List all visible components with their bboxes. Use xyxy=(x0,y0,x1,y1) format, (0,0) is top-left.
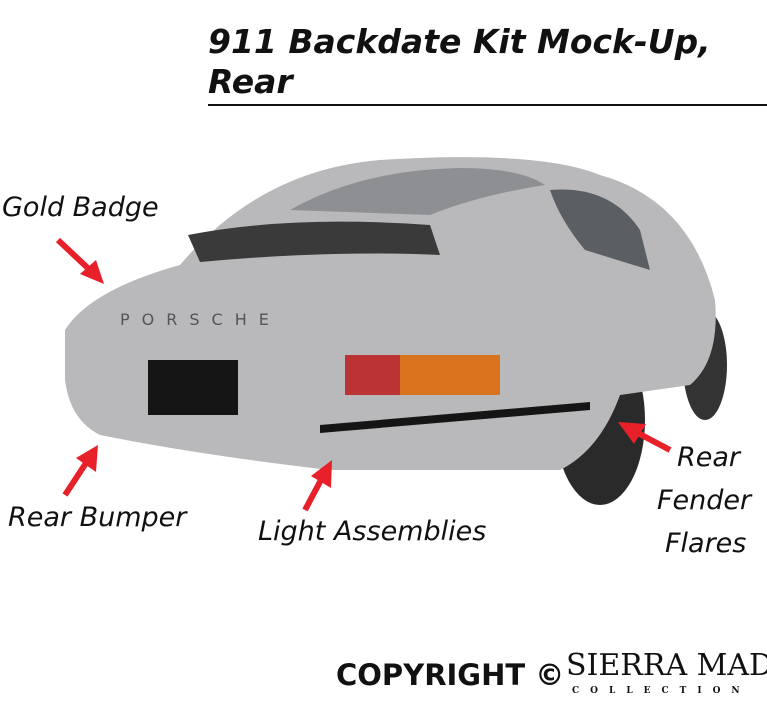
arrow-light-assemblies xyxy=(302,476,325,512)
tail-light-red xyxy=(345,355,400,395)
label-rear-fender-flares-2: Fender xyxy=(657,485,752,516)
rear-window xyxy=(290,168,545,215)
label-rear-fender-flares-3: Flares xyxy=(665,528,747,559)
side-window xyxy=(550,189,650,270)
annotation-arrows xyxy=(55,237,672,512)
license-plate xyxy=(148,360,238,415)
bumper-strip xyxy=(320,402,590,433)
arrow-gold-badge xyxy=(55,237,95,275)
copyright-text: COPYRIGHT © xyxy=(336,658,565,692)
page-title: 911 Backdate Kit Mock-Up, Rear xyxy=(208,22,767,106)
car-illustration: PORSCHE xyxy=(65,157,727,505)
engine-grille xyxy=(188,221,440,262)
arrow-fender-flares xyxy=(634,429,672,453)
logo-sub: COLLECTION xyxy=(572,686,751,696)
arrow-rear-bumper xyxy=(62,458,91,497)
label-rear-fender-flares-1: Rear xyxy=(677,442,741,473)
porsche-script: PORSCHE xyxy=(120,310,281,329)
tail-light-amber xyxy=(400,355,500,395)
label-gold-badge: Gold Badge xyxy=(2,192,159,223)
label-rear-bumper: Rear Bumper xyxy=(8,502,187,533)
label-light-assemblies: Light Assemblies xyxy=(258,516,487,547)
logo-name: SIERRA MADRE xyxy=(566,648,767,683)
